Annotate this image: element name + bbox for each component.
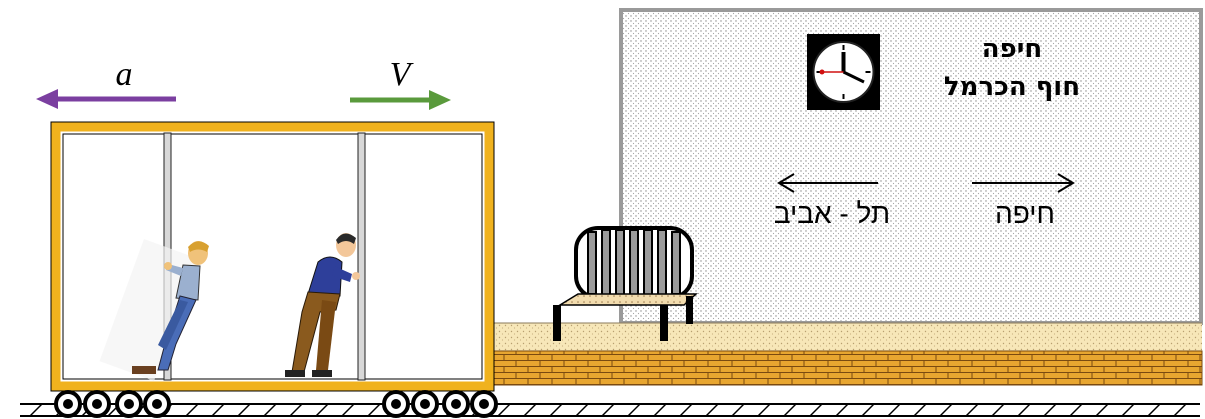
sign-direction-haifa: חיפה	[995, 198, 1055, 229]
acceleration-label: a	[116, 56, 133, 93]
sign-city-name: חיפה	[982, 34, 1042, 64]
sign-station-name: חוף הכרמל	[944, 72, 1080, 102]
wall-clock-icon	[807, 34, 880, 110]
acceleration-arrow	[36, 89, 176, 109]
velocity-arrow	[350, 90, 451, 110]
platform	[494, 323, 1202, 385]
sign-direction-tel-aviv: תל - אביב	[774, 198, 890, 229]
railway-track	[20, 404, 1200, 416]
velocity-label: V	[390, 56, 415, 93]
station-wall	[621, 10, 1201, 323]
